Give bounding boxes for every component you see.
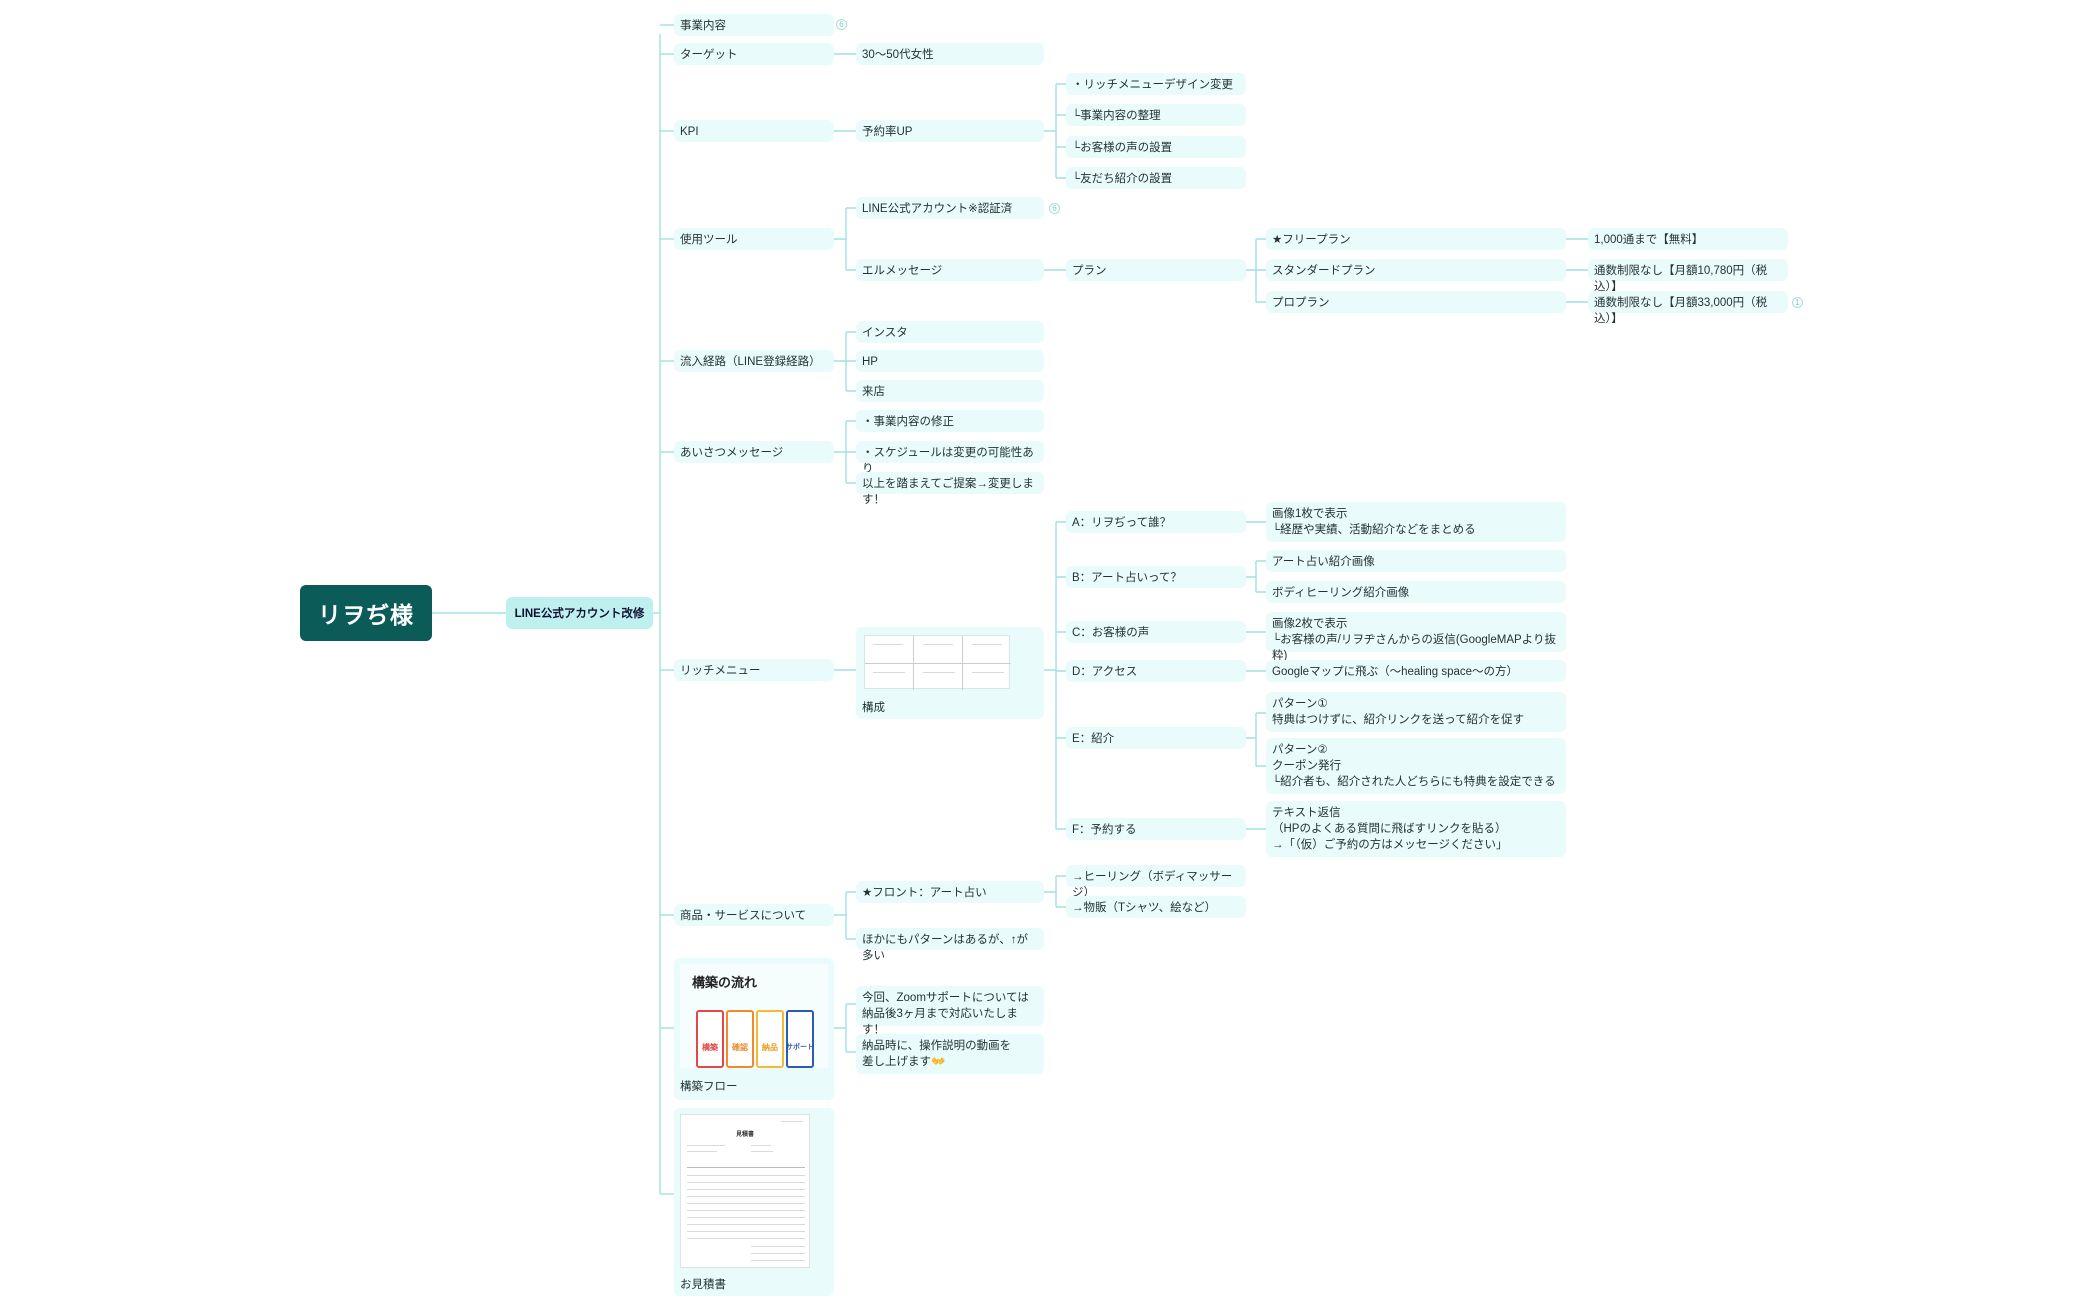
node-rich-d-detail[interactable]: Googleマップに飛ぶ（〜healing space〜の方） <box>1266 660 1566 682</box>
node-kpi-item[interactable]: └お客様の声の設置 <box>1066 136 1246 158</box>
node-service-sub[interactable]: →物販（Tシャツ、絵など） <box>1066 896 1246 918</box>
node-kpi-item[interactable]: ・リッチメニューデザイン変更 <box>1066 73 1246 95</box>
node-rich-menu[interactable]: リッチメニュー <box>674 659 834 681</box>
node-plan-standard[interactable]: スタンダードプラン <box>1266 259 1566 281</box>
node-service-sub[interactable]: →ヒーリング（ボディマッサージ） <box>1066 865 1246 899</box>
node-service-front[interactable]: ★フロント：アート占い <box>856 881 1044 903</box>
node-jigyo[interactable]: 事業内容 <box>674 14 834 36</box>
node-tools[interactable]: 使用ツール <box>674 228 834 250</box>
node-flow-note[interactable]: 今回、Zoomサポートについては 納品後3ヶ月まで対応いたします！ <box>856 986 1044 1036</box>
node-kpi[interactable]: KPI <box>674 120 834 142</box>
main-topic-node[interactable]: LINE公式アカウント改修 <box>506 597 653 629</box>
node-rich-item-d[interactable]: D：アクセス <box>1066 660 1246 682</box>
node-target[interactable]: ターゲット <box>674 43 834 65</box>
flow-step-deliver: 納品 <box>756 1010 784 1068</box>
node-kpi-item[interactable]: └事業内容の整理 <box>1066 104 1246 126</box>
rich-menu-caption: 構成 <box>862 702 885 714</box>
node-plan-free[interactable]: ★フリープラン <box>1266 228 1566 250</box>
node-plan-detail[interactable]: 通数制限なし【月額10,780円（税込）】 <box>1588 259 1788 293</box>
node-tool-line[interactable]: LINE公式アカウント※認証済 <box>856 197 1044 219</box>
node-plan[interactable]: プラン <box>1066 259 1246 281</box>
node-rich-item-b[interactable]: B：アート占いって？ <box>1066 566 1246 588</box>
node-rich-e-pattern2[interactable]: パターン② クーポン発行 └紹介者も、紹介された人どちらにも特典を設定できる <box>1266 738 1566 794</box>
collapse-button[interactable]: 1 <box>1792 297 1803 308</box>
node-tool-l[interactable]: エルメッセージ <box>856 259 1044 281</box>
root-node[interactable]: リヲぢ様 <box>300 585 432 641</box>
node-flow-note[interactable]: 納品時に、操作説明の動画を 差し上げます👐 <box>856 1034 1044 1074</box>
node-plan-pro[interactable]: プロプラン <box>1266 291 1566 313</box>
node-kpi-item[interactable]: └友だち紹介の設置 <box>1066 167 1246 189</box>
node-greet-item[interactable]: ・スケジュールは変更の可能性あり <box>856 441 1044 475</box>
quote-document-title: 見積書 <box>735 1132 754 1138</box>
build-flow-title: 構築の流れ <box>692 975 758 990</box>
quote-document-image: 見積書 <box>680 1114 810 1268</box>
node-rich-e-pattern1[interactable]: パターン① 特典はつけずに、紹介リンクを送って紹介を促す <box>1266 692 1566 732</box>
node-plan-detail[interactable]: 1,000通まで【無料】 <box>1588 228 1788 250</box>
flow-step-build: 構築 <box>696 1010 724 1068</box>
node-inflow-item[interactable]: 来店 <box>856 380 1044 402</box>
node-rich-f-detail[interactable]: テキスト返信 （HPのよくある質問に飛ばすリンクを貼る） →「（仮）ご予約の方は… <box>1266 801 1566 857</box>
node-rich-item-a[interactable]: A：リヲぢって誰？ <box>1066 511 1246 533</box>
node-target-value[interactable]: 30〜50代女性 <box>856 43 1044 65</box>
node-service-other[interactable]: ほかにもパターンはあるが、↑が多い <box>856 928 1044 962</box>
node-inflow-item[interactable]: インスタ <box>856 321 1044 343</box>
node-kpi-value[interactable]: 予約率UP <box>856 120 1044 142</box>
quote-caption: お見積書 <box>680 1279 726 1291</box>
node-greet[interactable]: あいさつメッセージ <box>674 441 834 463</box>
node-inflow-item[interactable]: HP <box>856 350 1044 372</box>
node-service[interactable]: 商品・サービスについて <box>674 904 834 926</box>
node-inflow[interactable]: 流入経路（LINE登録経路） <box>674 350 834 372</box>
rich-menu-layout-card[interactable]: 構成 <box>856 627 1044 719</box>
node-rich-b-detail[interactable]: アート占い紹介画像 <box>1266 550 1566 572</box>
quote-card[interactable]: 見積書 お見積書 <box>674 1108 834 1296</box>
node-rich-item-c[interactable]: C：お客様の声 <box>1066 621 1246 643</box>
node-rich-b-detail[interactable]: ボディヒーリング紹介画像 <box>1266 581 1566 603</box>
node-greet-item[interactable]: ・事業内容の修正 <box>856 410 1044 432</box>
collapse-button[interactable]: 6 <box>836 19 847 30</box>
node-rich-item-f[interactable]: F：予約する <box>1066 818 1246 840</box>
flow-step-check: 確認 <box>726 1010 754 1068</box>
collapse-button[interactable]: 6 <box>1049 203 1060 214</box>
node-greet-item[interactable]: 以上を踏まえてご提案→変更します！ <box>856 472 1044 506</box>
build-flow-image: 構築の流れ 構築 確認 納品 サポート <box>680 964 828 1068</box>
build-flow-card[interactable]: 構築の流れ 構築 確認 納品 サポート 構築フロー <box>674 958 834 1100</box>
node-rich-c-detail[interactable]: 画像2枚で表示 └お客様の声/リヲヂさんからの返信(GoogleMAPより抜粋) <box>1266 612 1566 662</box>
build-flow-caption: 構築フロー <box>680 1081 738 1093</box>
node-plan-detail[interactable]: 通数制限なし【月額33,000円（税込）】 <box>1588 291 1788 325</box>
node-rich-a-detail[interactable]: 画像1枚で表示 └経歴や実績、活動紹介などをまとめる <box>1266 502 1566 542</box>
node-rich-item-e[interactable]: E：紹介 <box>1066 727 1246 749</box>
rich-menu-layout-image <box>864 635 1011 690</box>
flow-step-support: サポート <box>786 1010 814 1068</box>
